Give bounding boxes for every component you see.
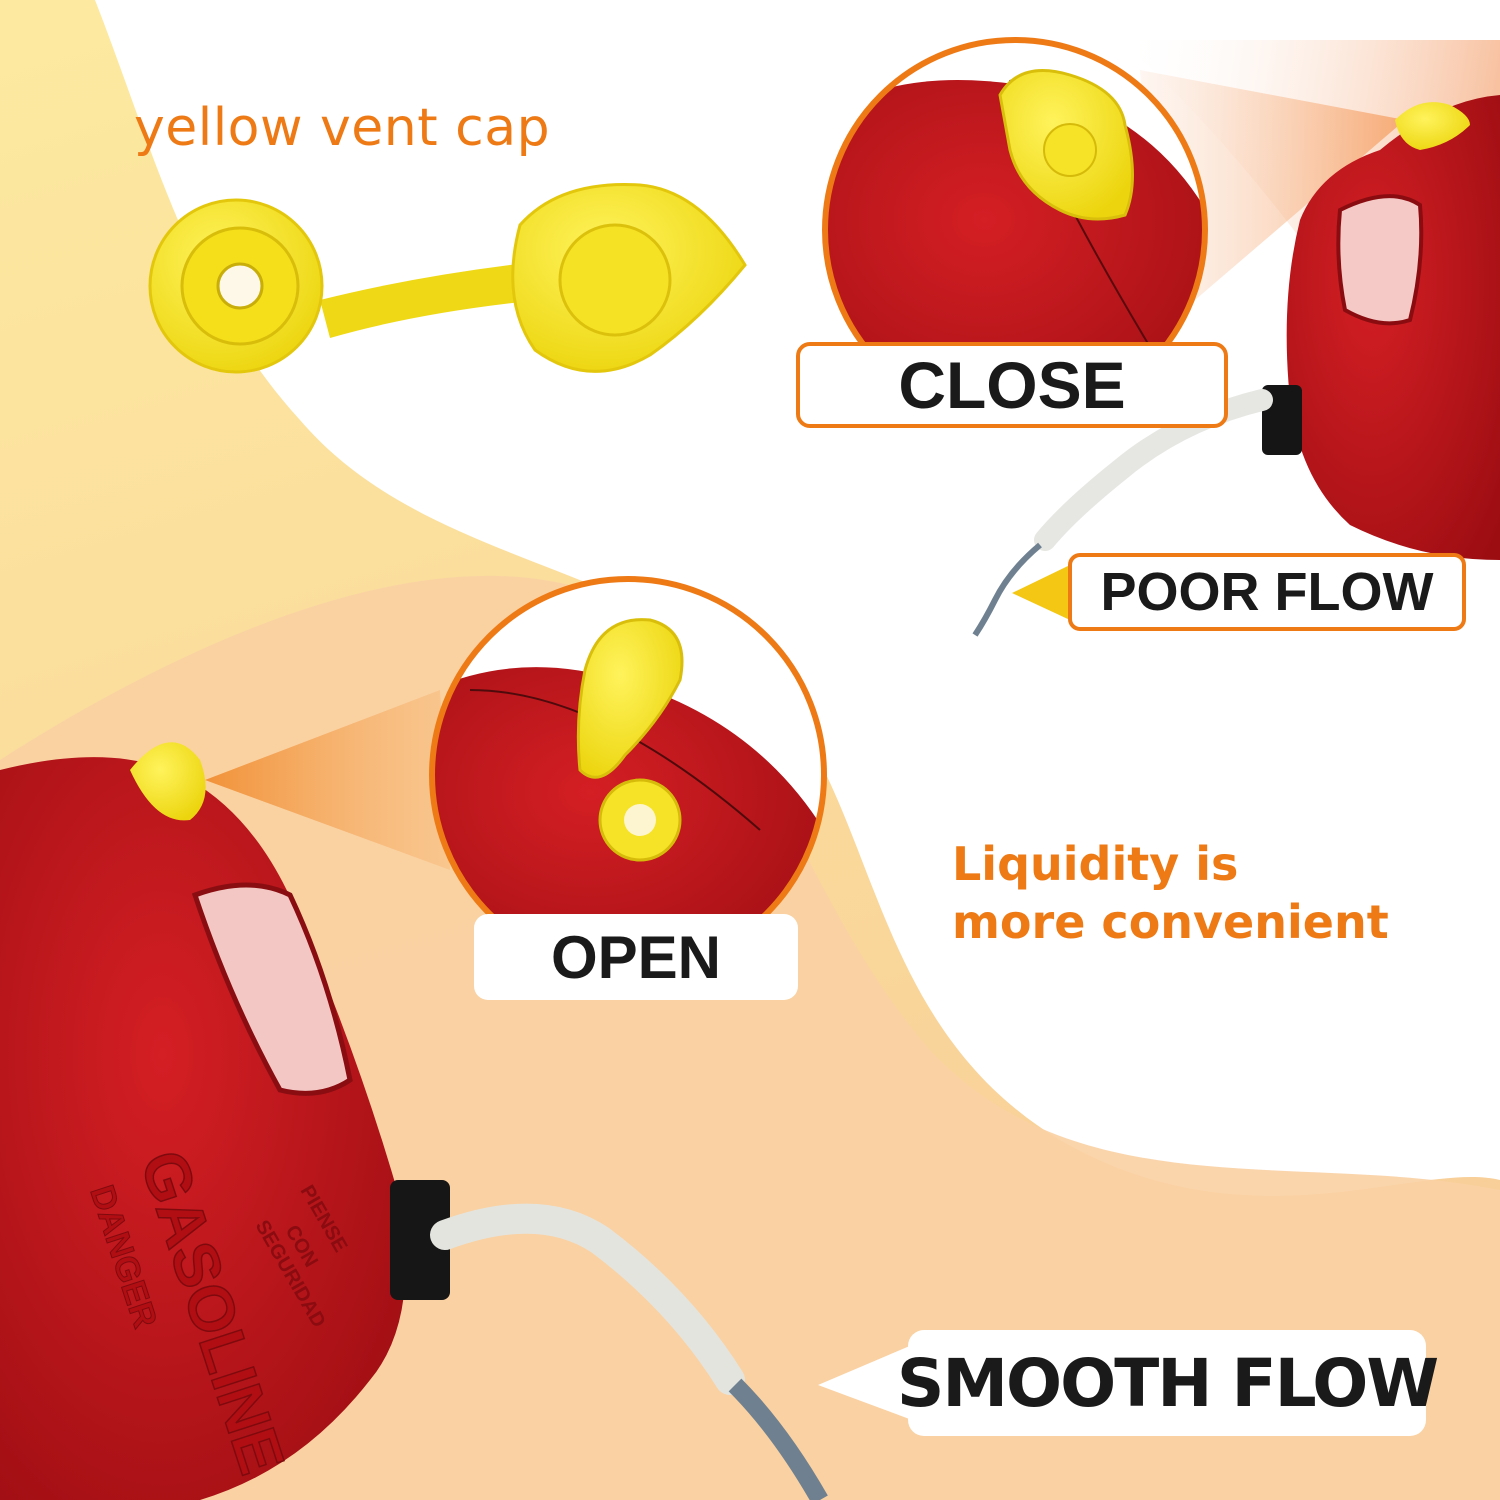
vent-cap-product <box>148 183 747 374</box>
open-callout-ray <box>205 690 450 870</box>
vent-cap-heading: yellow vent cap <box>134 98 551 158</box>
open-label: OPEN <box>474 914 798 1000</box>
close-callout-ray <box>1140 70 1405 330</box>
tagline-line2: more convenient <box>952 895 1389 949</box>
smooth-flow-label: SMOOTH FLOW <box>897 1330 1439 1436</box>
poor-flow-label: POOR FLOW <box>1068 553 1466 631</box>
tagline-line1: Liquidity is <box>952 837 1239 891</box>
gas-can-top <box>972 95 1500 637</box>
tagline: Liquidity is more convenient <box>952 835 1389 951</box>
poor-flow-pointer <box>1012 565 1070 620</box>
close-label: CLOSE <box>796 342 1228 428</box>
smooth-flow-pointer <box>818 1345 912 1420</box>
gas-can-bottom: GASOLINE DANGER PIENSE CON SEGURIDAD <box>0 742 828 1500</box>
